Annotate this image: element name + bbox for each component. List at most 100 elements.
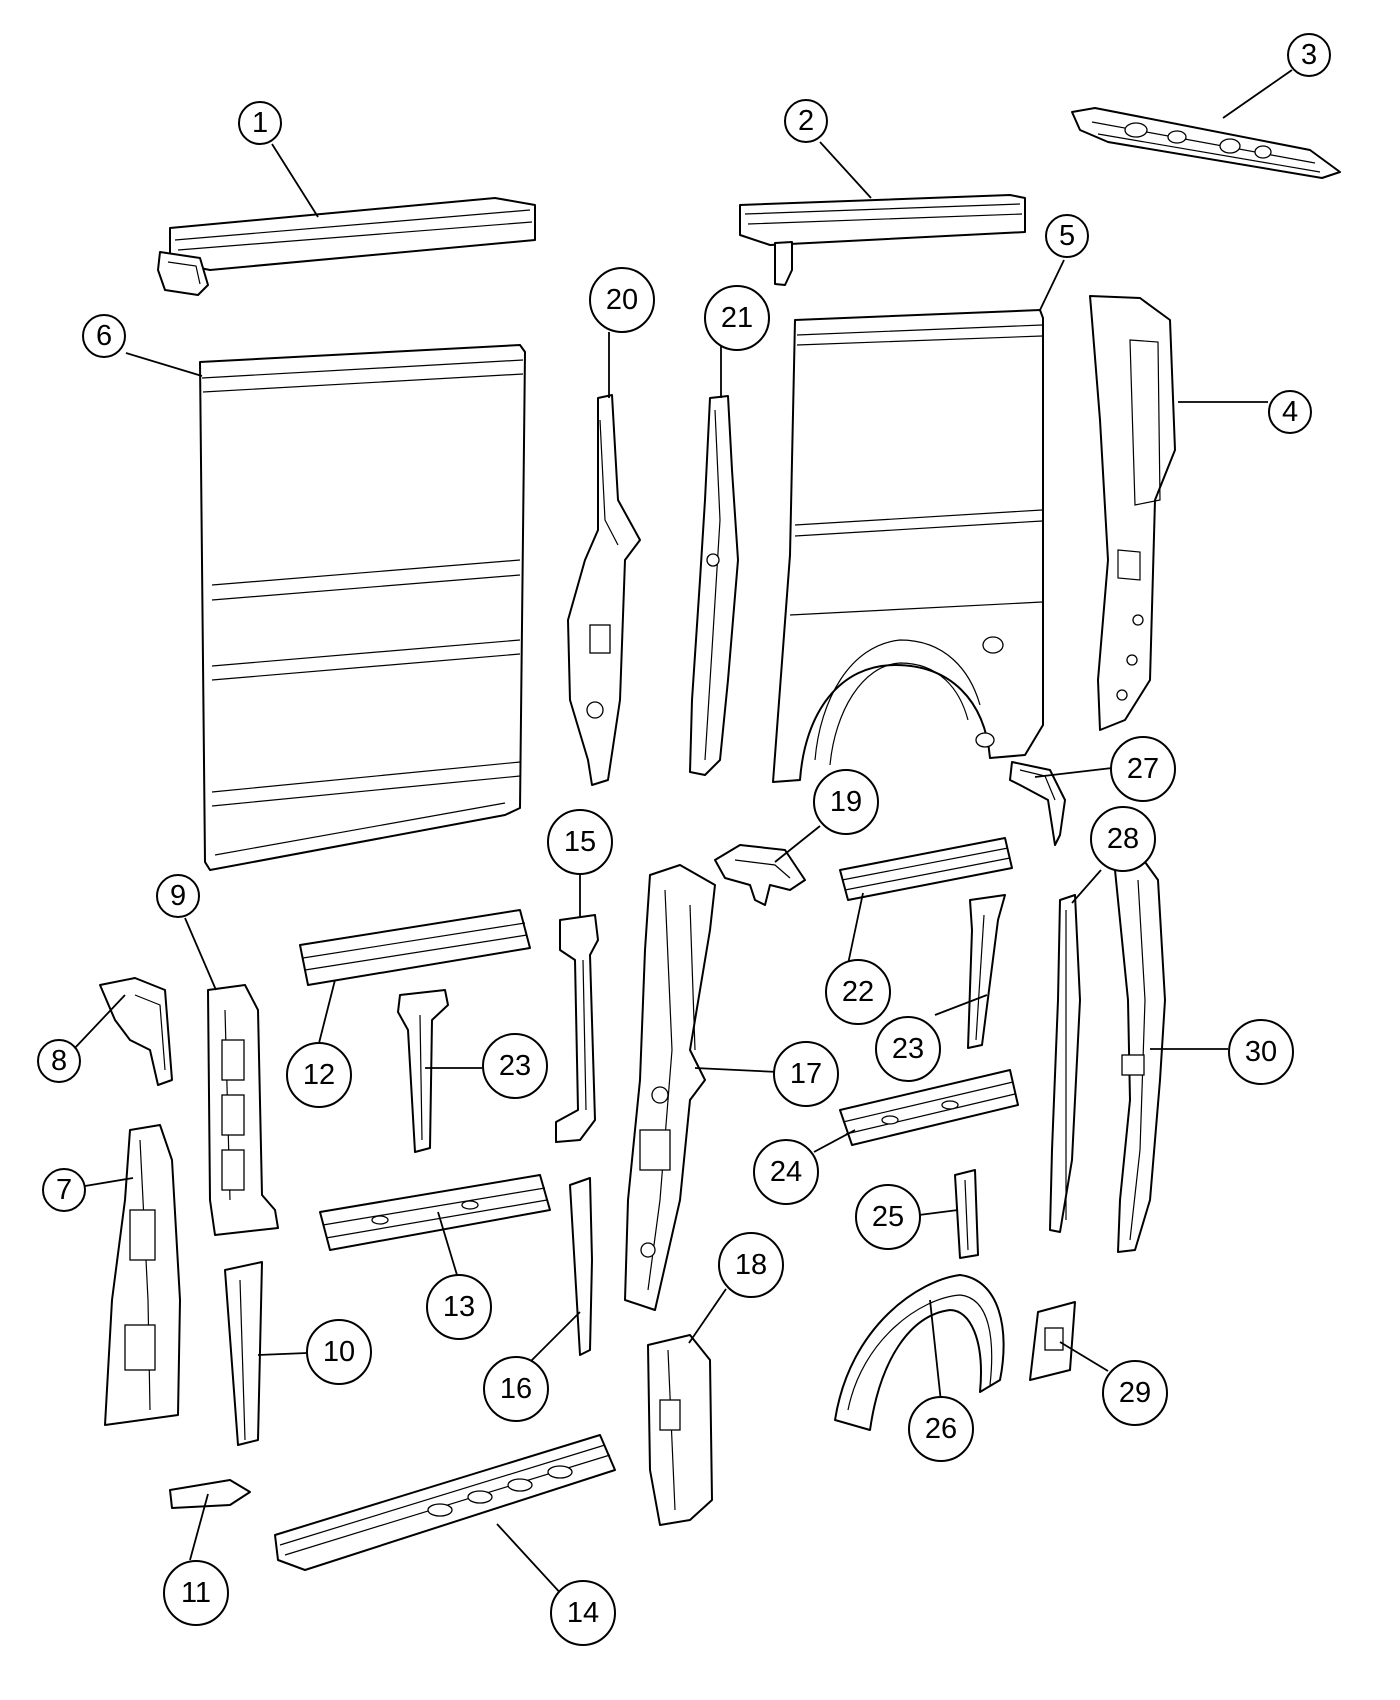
part-2-roof-rail-rear <box>739 194 1026 286</box>
callout-7: 7 <box>42 1168 86 1212</box>
callout-9: 9 <box>156 874 200 918</box>
callout-3: 3 <box>1287 33 1331 77</box>
part-20-pillar-inner <box>567 394 641 786</box>
callout-5-label: 5 <box>1059 220 1075 252</box>
part-15-upright-bracket <box>555 914 599 1143</box>
leader-22 <box>847 892 864 965</box>
leader-9 <box>184 917 217 991</box>
part-22-cross-member-upper <box>839 837 1013 901</box>
part-28-vertical-strip <box>1049 894 1081 1233</box>
callout-19: 19 <box>813 769 879 835</box>
callout-20: 20 <box>589 267 655 333</box>
callout-1: 1 <box>238 101 282 145</box>
part-1-roof-rail-front <box>157 197 536 296</box>
leader-1 <box>271 143 319 218</box>
callout-10: 10 <box>306 1319 372 1385</box>
leader-5 <box>1039 259 1065 311</box>
leader-lines <box>72 69 1293 1598</box>
callout-30: 30 <box>1228 1019 1294 1085</box>
part-29-small-plate <box>1029 1301 1076 1381</box>
callout-23-left-label: 23 <box>499 1050 531 1082</box>
leader-24 <box>813 1129 856 1153</box>
callout-15-label: 15 <box>564 826 596 858</box>
callout-30-label: 30 <box>1245 1036 1277 1068</box>
leader-2 <box>819 141 872 199</box>
callout-29: 29 <box>1102 1360 1168 1426</box>
leader-23b <box>934 994 988 1016</box>
part-8-bracket <box>99 977 173 1086</box>
part-17-center-pillar <box>624 864 716 1311</box>
callout-5: 5 <box>1045 214 1089 258</box>
callout-22: 22 <box>825 959 891 1025</box>
callout-29-label: 29 <box>1119 1377 1151 1409</box>
callout-25: 25 <box>855 1184 921 1250</box>
part-30-rear-pillar-inner <box>1114 861 1166 1253</box>
leader-12 <box>317 979 336 1048</box>
leader-8 <box>72 994 126 1051</box>
callout-28-label: 28 <box>1107 823 1139 855</box>
leader-19 <box>774 825 821 863</box>
leader-18 <box>688 1288 727 1344</box>
callout-12: 12 <box>286 1042 352 1108</box>
parts-group <box>99 107 1341 1571</box>
callout-4: 4 <box>1268 390 1312 434</box>
callout-8-label: 8 <box>51 1045 67 1077</box>
part-12-cross-member <box>299 909 531 986</box>
callout-25-label: 25 <box>872 1201 904 1233</box>
leader-27 <box>1034 767 1113 778</box>
callout-16-label: 16 <box>500 1373 532 1405</box>
part-23-pillar-trim-right <box>967 894 1006 1049</box>
callout-27: 27 <box>1110 736 1176 802</box>
callout-18: 18 <box>718 1232 784 1298</box>
callout-16: 16 <box>483 1356 549 1422</box>
leader-10 <box>257 1352 308 1356</box>
callout-7-label: 7 <box>56 1174 72 1206</box>
callouts: 1 2 3 4 5 6 7 8 9 10 11 <box>37 33 1331 1646</box>
callout-27-label: 27 <box>1127 753 1159 785</box>
part-24-cross-member-right <box>839 1069 1019 1146</box>
part-13-cross-member-lower <box>319 1174 551 1251</box>
part-3-rear-header <box>1071 107 1341 179</box>
callout-14-label: 14 <box>567 1597 599 1629</box>
callout-11: 11 <box>163 1560 229 1626</box>
callout-20-label: 20 <box>606 284 638 316</box>
part-23-pillar-trim-left <box>397 989 449 1153</box>
callout-6: 6 <box>82 314 126 358</box>
callout-9-label: 9 <box>170 880 186 912</box>
part-9-pillar-panel <box>207 984 279 1236</box>
callout-21-label: 21 <box>721 302 753 334</box>
leader-3 <box>1222 69 1293 119</box>
callout-23-right-label: 23 <box>892 1033 924 1065</box>
callout-2-label: 2 <box>798 105 814 137</box>
callout-12-label: 12 <box>303 1059 335 1091</box>
callout-17-label: 17 <box>790 1058 822 1090</box>
part-19-bracket-assembly <box>714 844 806 906</box>
callout-10-label: 10 <box>323 1336 355 1368</box>
leader-17 <box>694 1067 779 1073</box>
part-6-side-panel-front <box>199 344 526 871</box>
leader-13 <box>437 1211 458 1276</box>
callout-18-label: 18 <box>735 1249 767 1281</box>
part-10-thin-upright <box>224 1261 263 1446</box>
callout-17: 17 <box>773 1041 839 1107</box>
part-4-rear-corner-pillar <box>1089 295 1176 731</box>
callout-26-label: 26 <box>925 1413 957 1445</box>
callout-22-label: 22 <box>842 976 874 1008</box>
callout-23-right: 23 <box>875 1016 941 1082</box>
callout-24-label: 24 <box>770 1156 802 1188</box>
callout-23-left: 23 <box>482 1033 548 1099</box>
callout-24: 24 <box>753 1139 819 1205</box>
part-26-wheel-house <box>834 1274 1005 1431</box>
leader-28 <box>1071 869 1102 904</box>
leader-6 <box>125 352 203 377</box>
part-25-small-upright <box>954 1169 979 1259</box>
callout-13-label: 13 <box>443 1291 475 1323</box>
part-18-lower-pillar-bracket <box>647 1334 713 1526</box>
leader-29 <box>1059 1341 1109 1372</box>
callout-3-label: 3 <box>1301 39 1317 71</box>
leader-16 <box>527 1311 581 1365</box>
callout-21: 21 <box>704 285 770 351</box>
callout-26: 26 <box>908 1396 974 1462</box>
leader-25 <box>918 1209 959 1216</box>
